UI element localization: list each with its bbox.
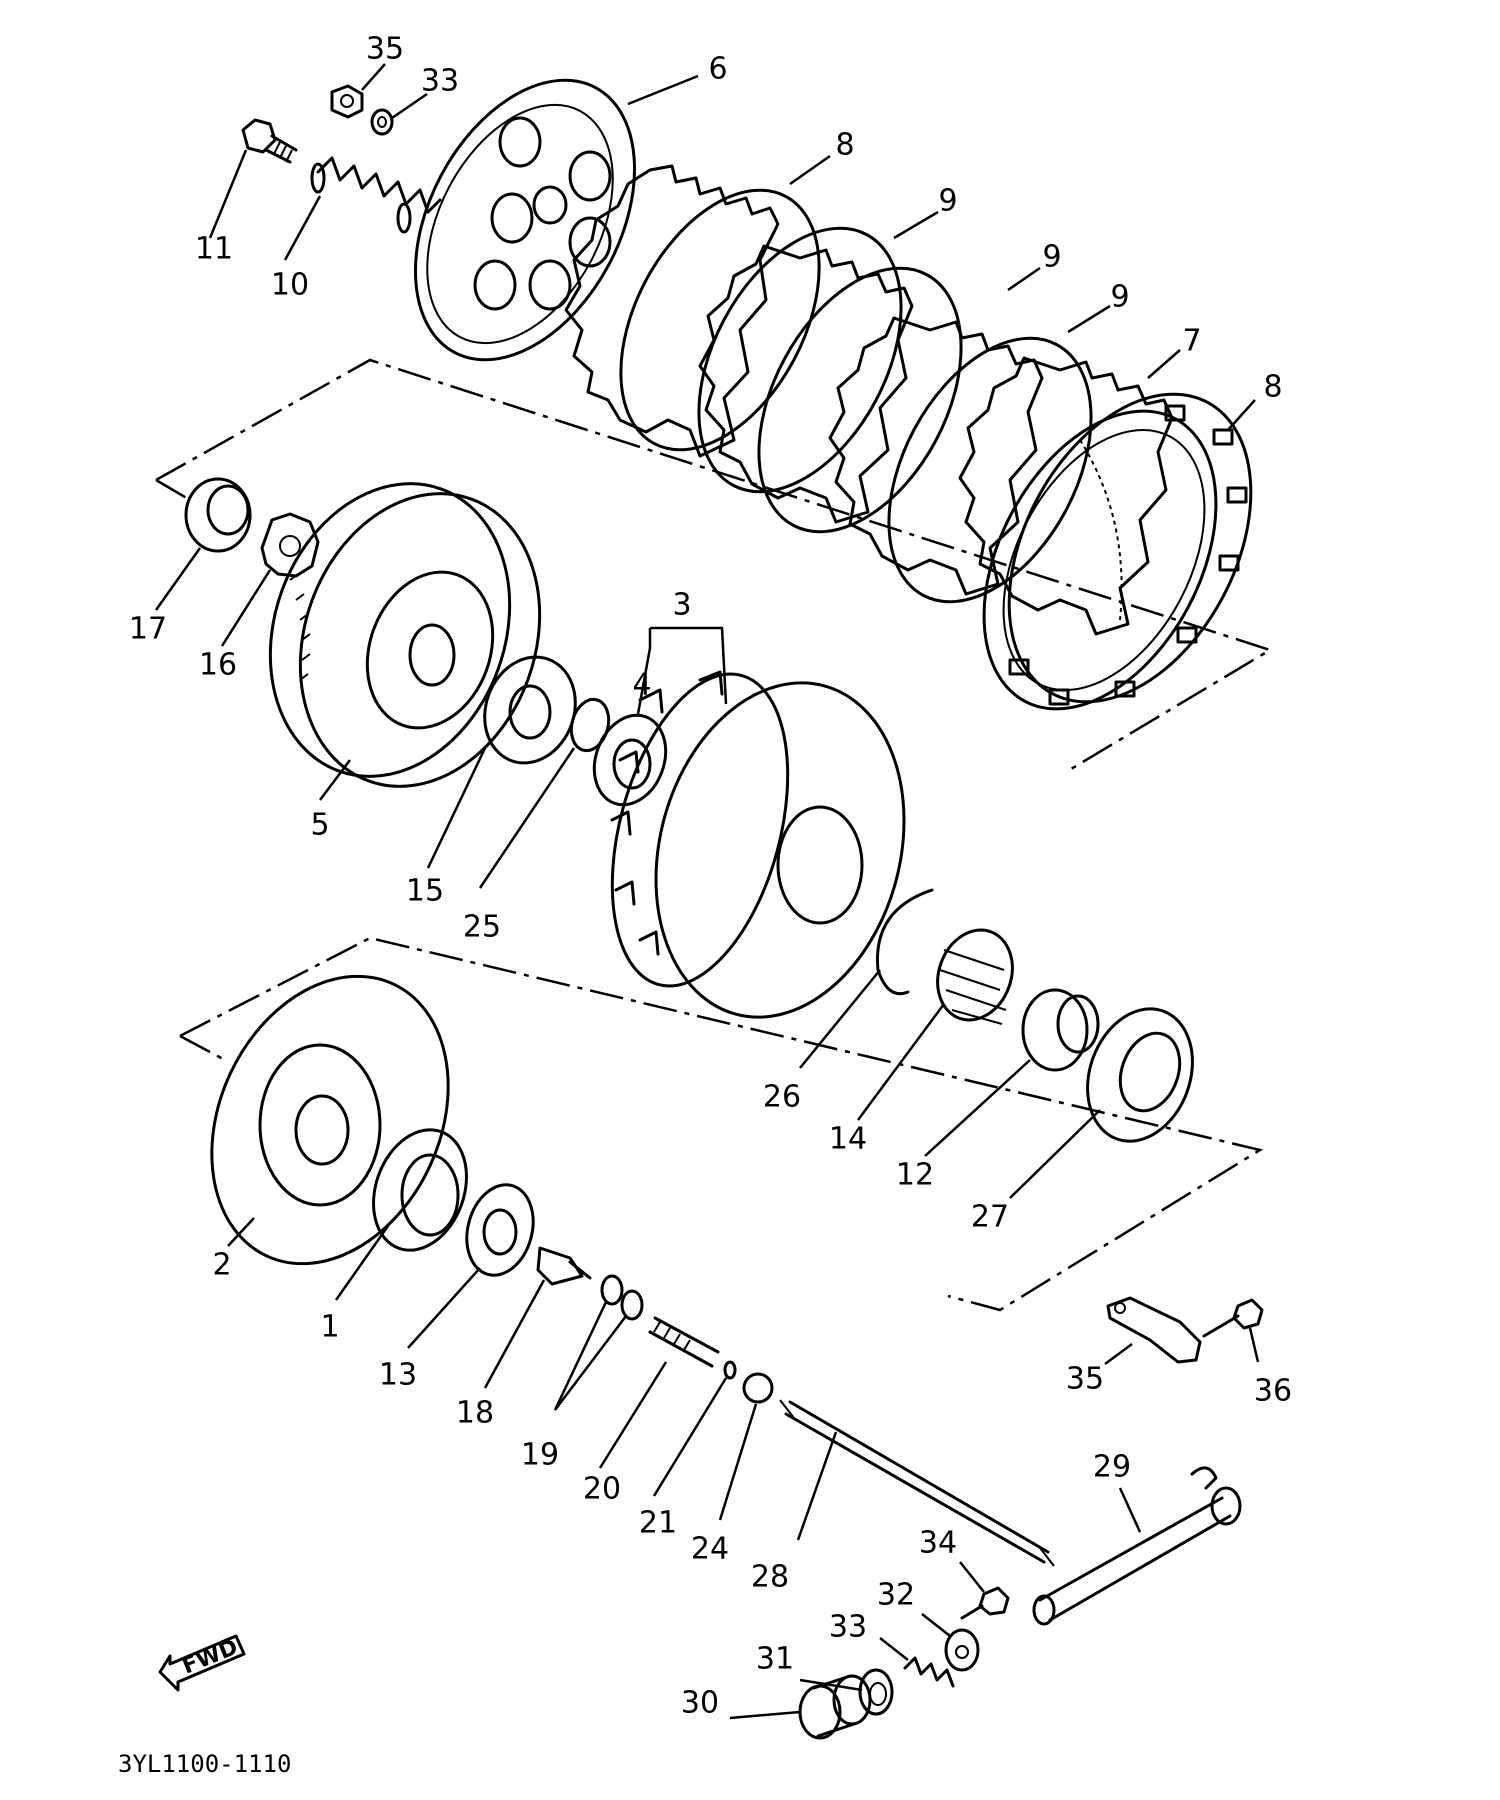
callout-20: 20 bbox=[583, 1472, 621, 1507]
callout-15: 15 bbox=[406, 874, 444, 909]
part-7-ring bbox=[982, 409, 1218, 711]
callout-30: 30 bbox=[681, 1686, 719, 1721]
callout-4: 4 bbox=[632, 668, 651, 703]
assembly-outlines bbox=[155, 358, 1274, 1312]
callout-2: 2 bbox=[212, 1248, 231, 1283]
callout-25: 25 bbox=[463, 910, 501, 945]
part-8-plate-outer bbox=[1007, 392, 1253, 706]
part-25-circlip bbox=[569, 697, 611, 753]
part-29-shaft bbox=[1032, 1466, 1242, 1626]
part-18-bolt bbox=[536, 1246, 592, 1286]
part-24-ball bbox=[742, 1372, 774, 1404]
part-36-bolt bbox=[1202, 1298, 1264, 1338]
part-17-nut bbox=[184, 477, 252, 553]
callout-7: 7 bbox=[1182, 324, 1201, 359]
part-10-spring bbox=[310, 156, 442, 234]
part-6-pressure-plate bbox=[413, 78, 637, 362]
callout-22: 33 bbox=[421, 64, 459, 99]
part-35-bracket bbox=[1106, 1296, 1202, 1364]
part-26-circlip bbox=[875, 888, 934, 996]
leader-lines bbox=[154, 63, 1260, 1720]
callout-9: 9 bbox=[1042, 240, 1061, 275]
part-31-collar bbox=[858, 1668, 894, 1716]
part-34-screw bbox=[960, 1586, 1010, 1620]
callout-29: 29 bbox=[1093, 1450, 1131, 1485]
callout-1: 1 bbox=[320, 1310, 339, 1345]
part-20-push-rod bbox=[648, 1316, 720, 1368]
callout-36: 36 bbox=[1254, 1374, 1292, 1409]
callout-6: 6 bbox=[708, 52, 727, 87]
part-16-lock-washer bbox=[260, 512, 320, 578]
part-friction-plates-stack bbox=[564, 164, 1174, 636]
part-19-o-rings bbox=[600, 1274, 644, 1321]
callout-18: 18 bbox=[456, 1396, 494, 1431]
forward-direction-arrow-icon: FWD bbox=[158, 1634, 246, 1692]
part-22-washer bbox=[370, 108, 394, 136]
part-33-spring bbox=[903, 1656, 955, 1688]
callout-23: 35 bbox=[366, 32, 404, 67]
callout-27: 27 bbox=[971, 1200, 1009, 1235]
part-21-pin bbox=[723, 1360, 737, 1380]
callout-21: 21 bbox=[639, 1506, 677, 1541]
callout-24: 24 bbox=[691, 1532, 729, 1567]
part-13-gear bbox=[465, 1183, 535, 1277]
callout-8: 8 bbox=[835, 128, 854, 163]
part-12-spacer bbox=[1021, 988, 1100, 1072]
document-code: 3YL1100-1110 bbox=[118, 1750, 291, 1778]
callout-19: 19 bbox=[521, 1438, 559, 1473]
part-11-bolt bbox=[241, 118, 298, 164]
callout-8: 8 bbox=[1263, 370, 1282, 405]
fwd-label: FWD bbox=[179, 1635, 242, 1680]
callout-14: 14 bbox=[829, 1122, 867, 1157]
callout-32: 32 bbox=[877, 1578, 915, 1613]
callout-12: 12 bbox=[896, 1158, 934, 1193]
part-2-primary-drive-gear bbox=[210, 974, 450, 1266]
callout-13: 13 bbox=[379, 1358, 417, 1393]
part-4-plate bbox=[592, 713, 668, 807]
callout-33: 33 bbox=[829, 1610, 867, 1645]
callout-17: 17 bbox=[129, 612, 167, 647]
part-5-clutch-boss bbox=[268, 482, 542, 788]
part-1-one-way-clutch bbox=[372, 1128, 468, 1252]
part-14-needle-bearing bbox=[936, 928, 1014, 1025]
part-23-nut bbox=[330, 84, 364, 119]
part-32-washer bbox=[944, 1628, 980, 1672]
part-30-bushing bbox=[798, 1674, 872, 1740]
part-28-push-rod-long bbox=[779, 1399, 1055, 1567]
part-3-clutch-housing bbox=[610, 670, 906, 1019]
callout-35: 35 bbox=[1066, 1362, 1104, 1397]
callout-31: 31 bbox=[756, 1642, 794, 1677]
callout-26: 26 bbox=[763, 1080, 801, 1115]
callout-3: 3 bbox=[672, 588, 691, 623]
callout-9: 9 bbox=[938, 184, 957, 219]
part-27-oil-seal bbox=[1086, 1007, 1194, 1143]
callout-9: 9 bbox=[1110, 280, 1129, 315]
callout-28: 28 bbox=[751, 1560, 789, 1595]
callout-11: 11 bbox=[195, 232, 233, 267]
callout-labels: 35 33 6 8 9 9 9 7 8 11 10 17 16 5 3 4 15… bbox=[129, 32, 1292, 1721]
callout-16: 16 bbox=[199, 648, 237, 683]
callout-5: 5 bbox=[310, 808, 329, 843]
callout-34: 34 bbox=[919, 1526, 957, 1561]
part-drawings bbox=[184, 78, 1264, 1740]
callout-10: 10 bbox=[271, 268, 309, 303]
